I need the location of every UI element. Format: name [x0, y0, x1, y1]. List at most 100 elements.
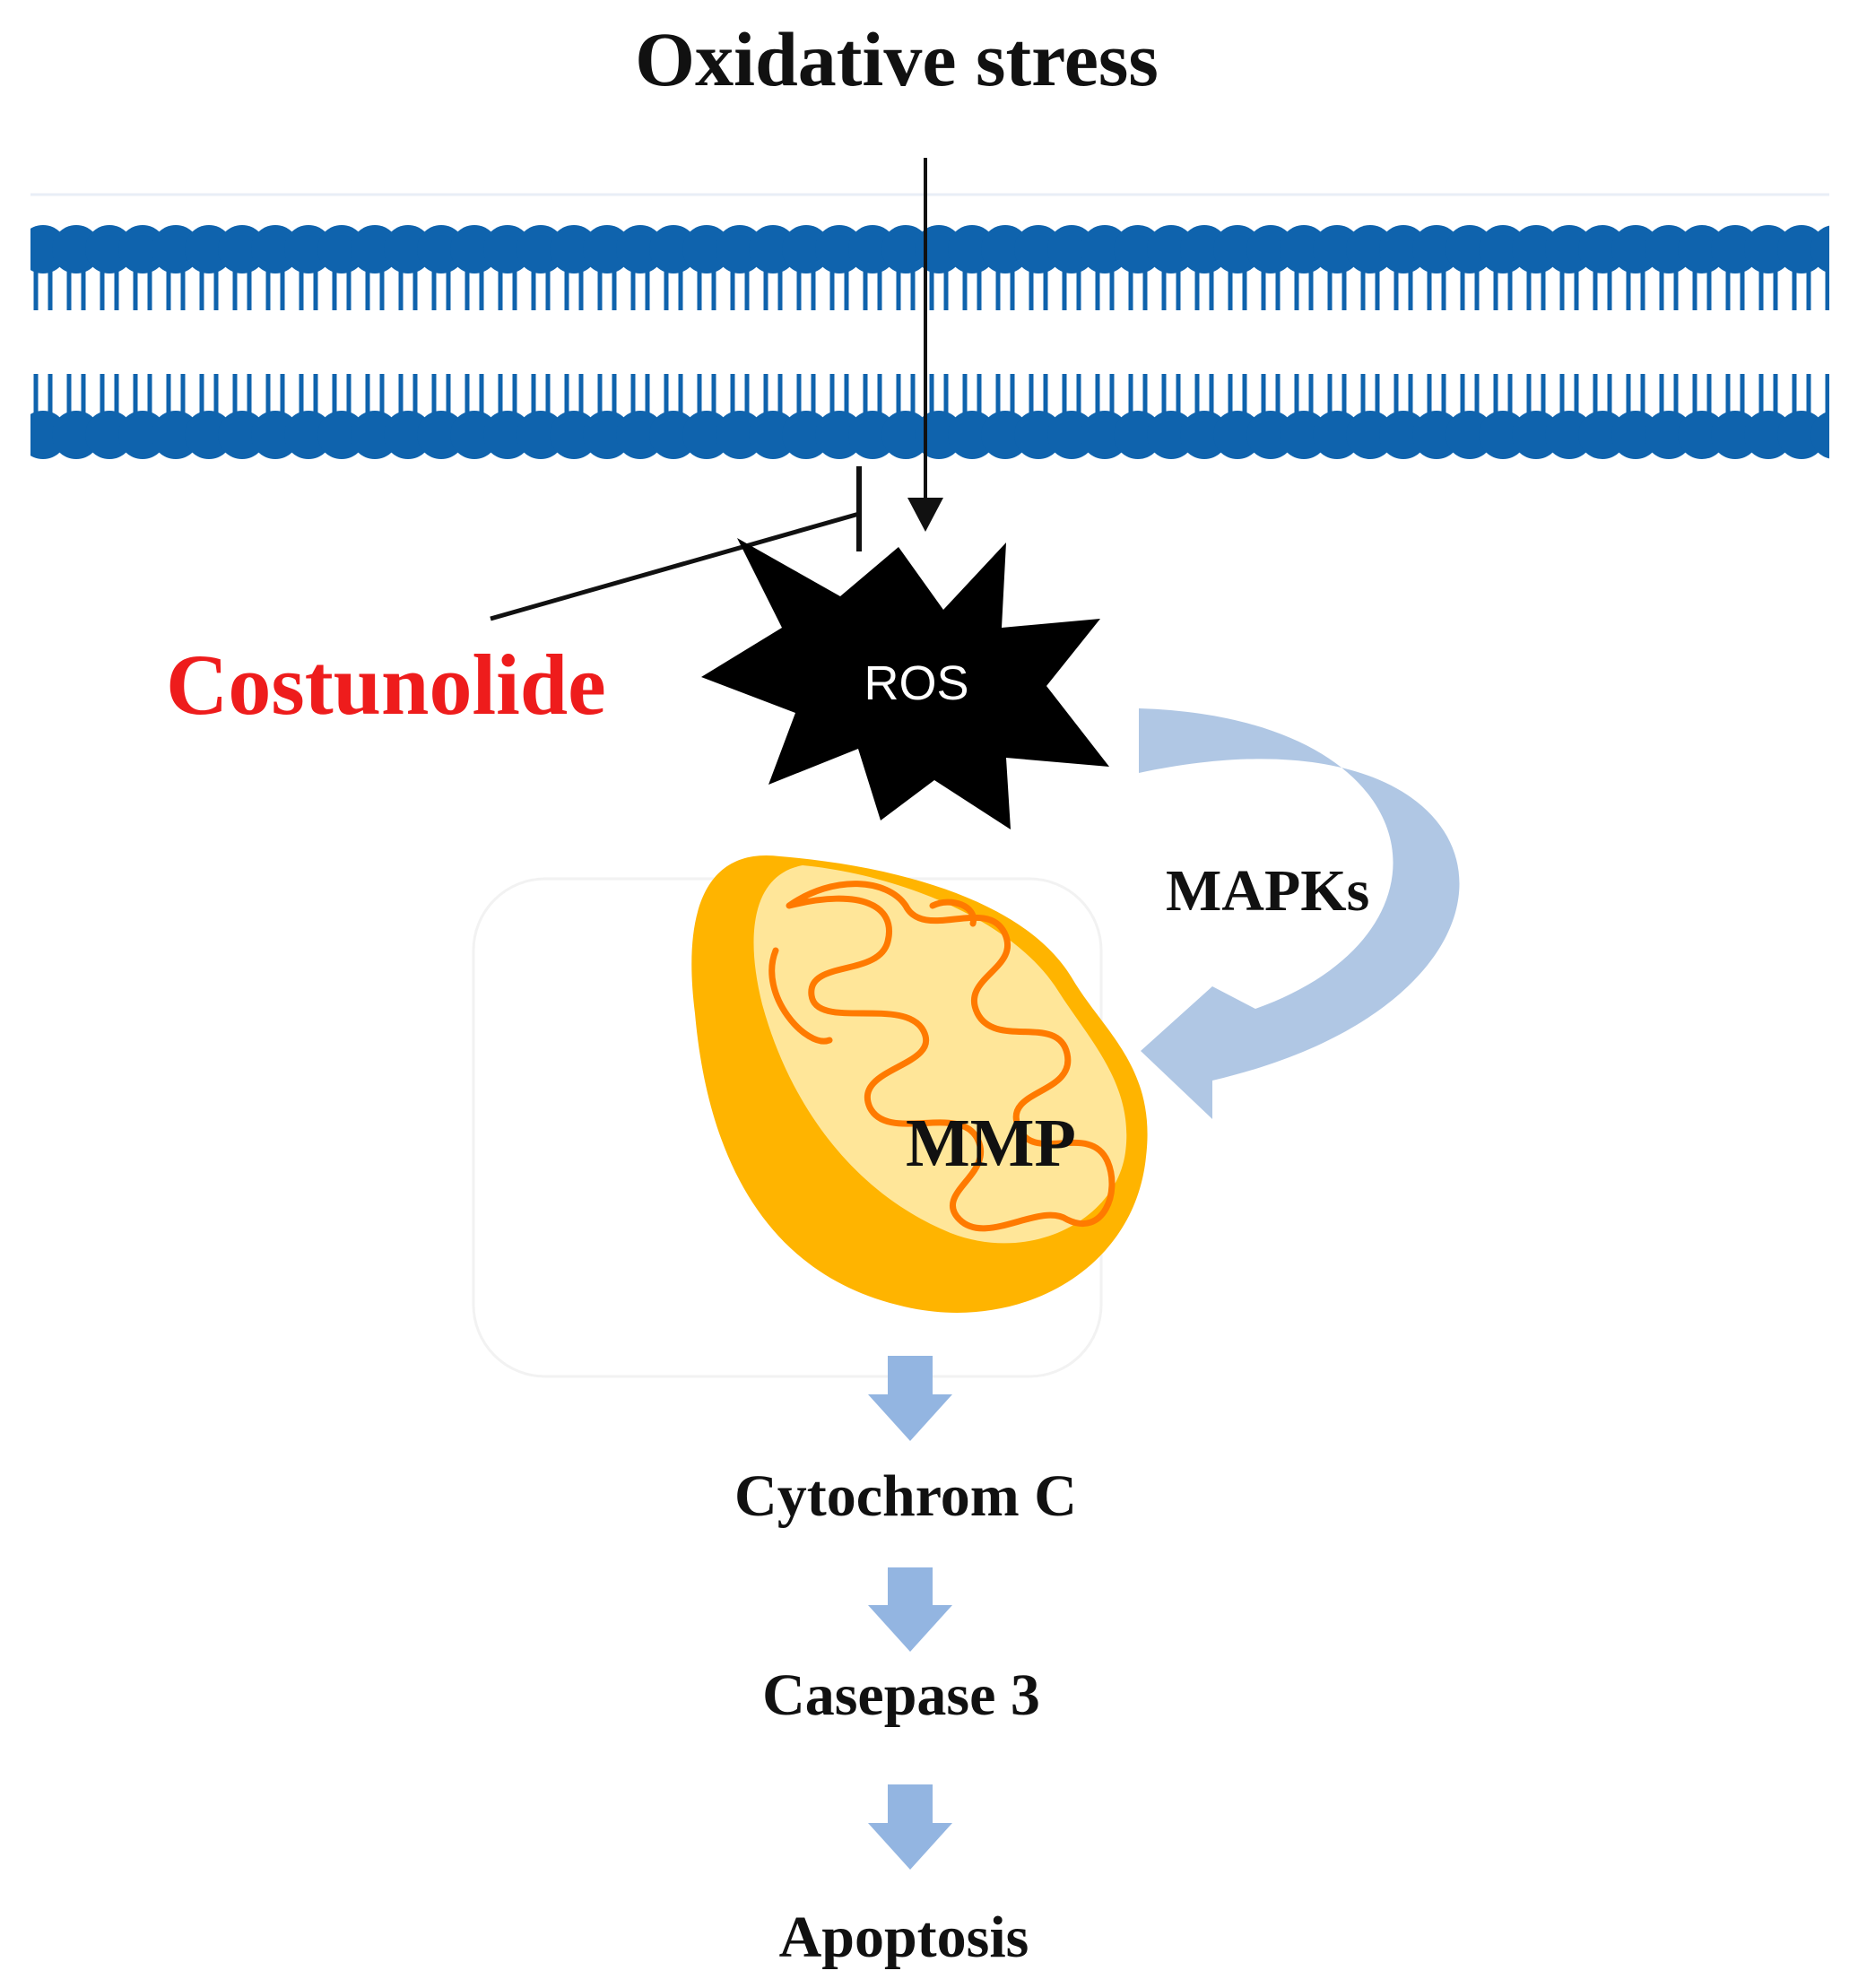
lipid-head — [848, 411, 897, 459]
lipid-head — [1512, 411, 1560, 459]
oxidative-stress-arrow-down-icon — [907, 158, 943, 532]
lipid-head — [251, 225, 300, 273]
lipid-head — [1744, 225, 1793, 273]
costunolide-inhibition-t-bar-icon — [490, 466, 862, 621]
lipid-head — [1047, 411, 1096, 459]
lipid-head — [1777, 411, 1826, 459]
mapks-curved-arrow-icon — [1139, 708, 1460, 1119]
lipid-head — [1810, 411, 1829, 459]
lipid-head — [450, 411, 499, 459]
lipid-head — [1313, 225, 1361, 273]
lipid-head — [284, 225, 333, 273]
lipid-head — [1180, 225, 1229, 273]
lipid-head — [1346, 225, 1394, 273]
lipid-head — [351, 225, 399, 273]
lipid-head — [1047, 225, 1096, 273]
cell-membrane-lipid-bilayer-icon — [30, 225, 1829, 459]
lipid-head — [284, 411, 333, 459]
lipid-head — [1777, 225, 1826, 273]
lipid-head — [1645, 411, 1693, 459]
lipid-head — [782, 225, 830, 273]
lipid-head — [848, 225, 897, 273]
lipid-head — [52, 411, 100, 459]
lipid-head — [118, 411, 167, 459]
lipid-head — [1081, 411, 1129, 459]
lipid-head — [384, 411, 432, 459]
lipid-head — [185, 225, 233, 273]
ros-burst-icon: ROS — [701, 538, 1109, 829]
lipid-head — [317, 225, 366, 273]
lipid-head — [649, 225, 698, 273]
lipid-head — [1081, 225, 1129, 273]
lipid-head — [1711, 411, 1759, 459]
lipid-head — [317, 411, 366, 459]
lipid-head — [616, 411, 664, 459]
lipid-head — [815, 411, 864, 459]
lipid-head — [1479, 411, 1527, 459]
lipid-head — [152, 411, 200, 459]
lipid-head — [682, 411, 731, 459]
lipid-head — [583, 411, 631, 459]
lipid-head — [1446, 411, 1494, 459]
lipid-head — [1711, 225, 1759, 273]
lipid-head — [185, 411, 233, 459]
lipid-head — [881, 411, 930, 459]
lipid-head — [1346, 411, 1394, 459]
lipid-head — [517, 225, 565, 273]
lipid-head — [1611, 225, 1660, 273]
lipid-head — [1213, 225, 1262, 273]
lipid-head — [1744, 411, 1793, 459]
lipid-head — [815, 225, 864, 273]
lipid-head — [1014, 225, 1063, 273]
mitochondrion-icon — [691, 855, 1148, 1313]
apoptosis-label: Apoptosis — [779, 1905, 1029, 1970]
lipid-head — [384, 225, 432, 273]
lipid-head — [583, 225, 631, 273]
casepase-3-label: Casepase 3 — [762, 1662, 1040, 1728]
lipid-head — [1114, 225, 1162, 273]
lipid-head — [1412, 225, 1461, 273]
lipid-head — [218, 225, 266, 273]
lipid-head — [749, 411, 797, 459]
lipid-head — [1379, 411, 1428, 459]
lipid-head — [981, 411, 1029, 459]
cytochrom-c-label: Cytochrom C — [734, 1463, 1077, 1529]
lipid-head — [550, 225, 598, 273]
lipid-head — [1280, 225, 1328, 273]
lipid-head — [118, 225, 167, 273]
lipid-head — [1512, 225, 1560, 273]
costunolide-label: Costunolide — [166, 637, 606, 733]
lipid-head — [749, 225, 797, 273]
lipid-head — [1246, 411, 1295, 459]
lipid-head — [881, 225, 930, 273]
lipid-head — [1678, 411, 1726, 459]
lipid-head — [1147, 225, 1195, 273]
lipid-head — [417, 225, 465, 273]
lipid-head — [550, 411, 598, 459]
lipid-head — [1114, 411, 1162, 459]
lipid-head — [616, 225, 664, 273]
arrow-to-cytochrom-c-icon — [868, 1356, 952, 1441]
lipid-head — [85, 225, 134, 273]
lipid-head — [948, 225, 996, 273]
lipid-head — [1014, 411, 1063, 459]
lipid-head — [1147, 411, 1195, 459]
lipid-head — [1246, 225, 1295, 273]
mmp-label: MMP — [906, 1106, 1076, 1181]
lipid-head — [1545, 411, 1593, 459]
arrow-to-apoptosis-icon — [868, 1784, 952, 1870]
lipid-head — [716, 225, 764, 273]
lipid-head — [417, 411, 465, 459]
lipid-head — [1412, 411, 1461, 459]
lipid-head — [1645, 225, 1693, 273]
lipid-head — [218, 411, 266, 459]
lipid-head — [85, 411, 134, 459]
lipid-head — [52, 225, 100, 273]
oxidative-stress-label: Oxidative stress — [635, 16, 1159, 102]
lipid-head — [1280, 411, 1328, 459]
lipid-head — [1678, 225, 1726, 273]
lipid-head — [152, 225, 200, 273]
lipid-head — [1180, 411, 1229, 459]
lipid-head — [483, 225, 532, 273]
